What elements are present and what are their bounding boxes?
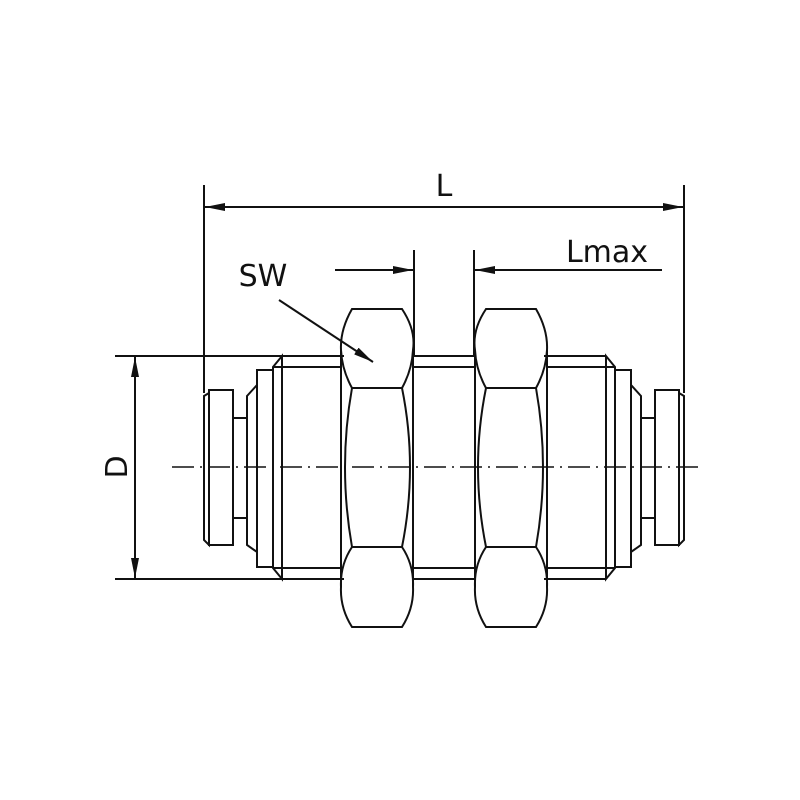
dimension-D: D xyxy=(100,355,282,580)
dimension-SW: SW xyxy=(239,259,374,363)
dimension-Lmax: Lmax xyxy=(335,235,662,356)
fitting-right-half xyxy=(443,308,685,628)
dimension-L: L xyxy=(203,169,685,393)
hex-nut xyxy=(339,308,415,628)
label-Lmax: Lmax xyxy=(566,235,648,270)
label-D: D xyxy=(100,455,135,478)
label-L: L xyxy=(436,169,453,204)
label-SW: SW xyxy=(239,259,288,294)
